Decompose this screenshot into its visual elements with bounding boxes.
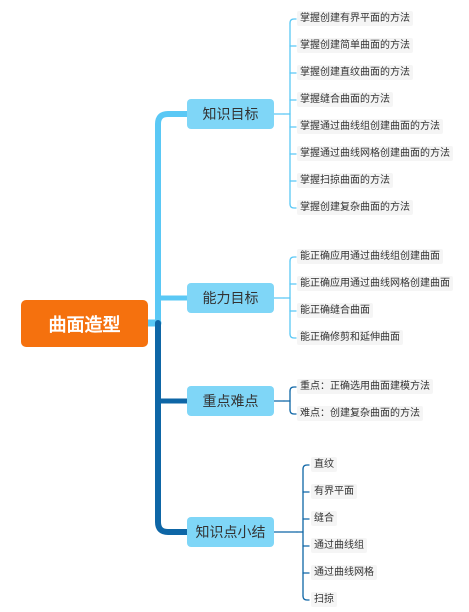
leaf-knowledge-4[interactable]: 掌握缝合曲面的方法 xyxy=(297,92,393,107)
leaf-knowledge-3[interactable]: 掌握创建直纹曲面的方法 xyxy=(297,65,413,80)
leaf-ability-2[interactable]: 能正确应用通过曲线网格创建曲面 xyxy=(297,276,453,291)
bracket-ability-top xyxy=(289,256,297,262)
leaf-summary-4[interactable]: 通过曲线组 xyxy=(311,538,367,553)
leaf-summary-6[interactable]: 扫掠 xyxy=(311,592,337,607)
bracket-key-top xyxy=(289,386,297,392)
leaf-knowledge-1[interactable]: 掌握创建有界平面的方法 xyxy=(297,11,413,26)
bracket-ability-bottom xyxy=(289,333,297,339)
root-node[interactable]: 曲面造型 xyxy=(21,300,148,347)
bracket-knowledge-top xyxy=(289,18,297,24)
leaf-knowledge-8[interactable]: 掌握创建复杂曲面的方法 xyxy=(297,200,413,215)
leaf-key-2[interactable]: 难点：创建复杂曲面的方法 xyxy=(297,406,423,421)
leaf-ability-3[interactable]: 能正确缝合曲面 xyxy=(297,303,373,318)
leaf-summary-3[interactable]: 缝合 xyxy=(311,511,337,526)
bracket-knowledge-bottom xyxy=(289,203,297,209)
leaf-ability-1[interactable]: 能正确应用通过曲线组创建曲面 xyxy=(297,249,443,264)
leaf-knowledge-7[interactable]: 掌握扫掠曲面的方法 xyxy=(297,173,393,188)
leaf-summary-5[interactable]: 通过曲线网格 xyxy=(311,565,377,580)
bracket-summary-top xyxy=(302,464,310,470)
branch-key-points[interactable]: 重点难点 xyxy=(187,386,274,416)
leaf-summary-1[interactable]: 直纹 xyxy=(311,457,337,472)
leaf-key-1[interactable]: 重点：正确选用曲面建模方法 xyxy=(297,379,433,394)
leaf-knowledge-5[interactable]: 掌握通过曲线组创建曲面的方法 xyxy=(297,119,443,134)
leaf-summary-2[interactable]: 有界平面 xyxy=(311,484,357,499)
branch-ability-goals[interactable]: 能力目标 xyxy=(187,283,274,313)
bracket-summary-bottom xyxy=(302,595,310,601)
connector-knowledge xyxy=(155,111,190,326)
bracket-key-bottom xyxy=(289,409,297,415)
connector-summary xyxy=(155,320,190,535)
branch-knowledge-goals[interactable]: 知识目标 xyxy=(187,99,274,129)
leaf-knowledge-6[interactable]: 掌握通过曲线网格创建曲面的方法 xyxy=(297,146,453,161)
leaf-knowledge-2[interactable]: 掌握创建简单曲面的方法 xyxy=(297,38,413,53)
leaf-ability-4[interactable]: 能正确修剪和延伸曲面 xyxy=(297,330,403,345)
branch-summary[interactable]: 知识点小结 xyxy=(187,517,274,547)
